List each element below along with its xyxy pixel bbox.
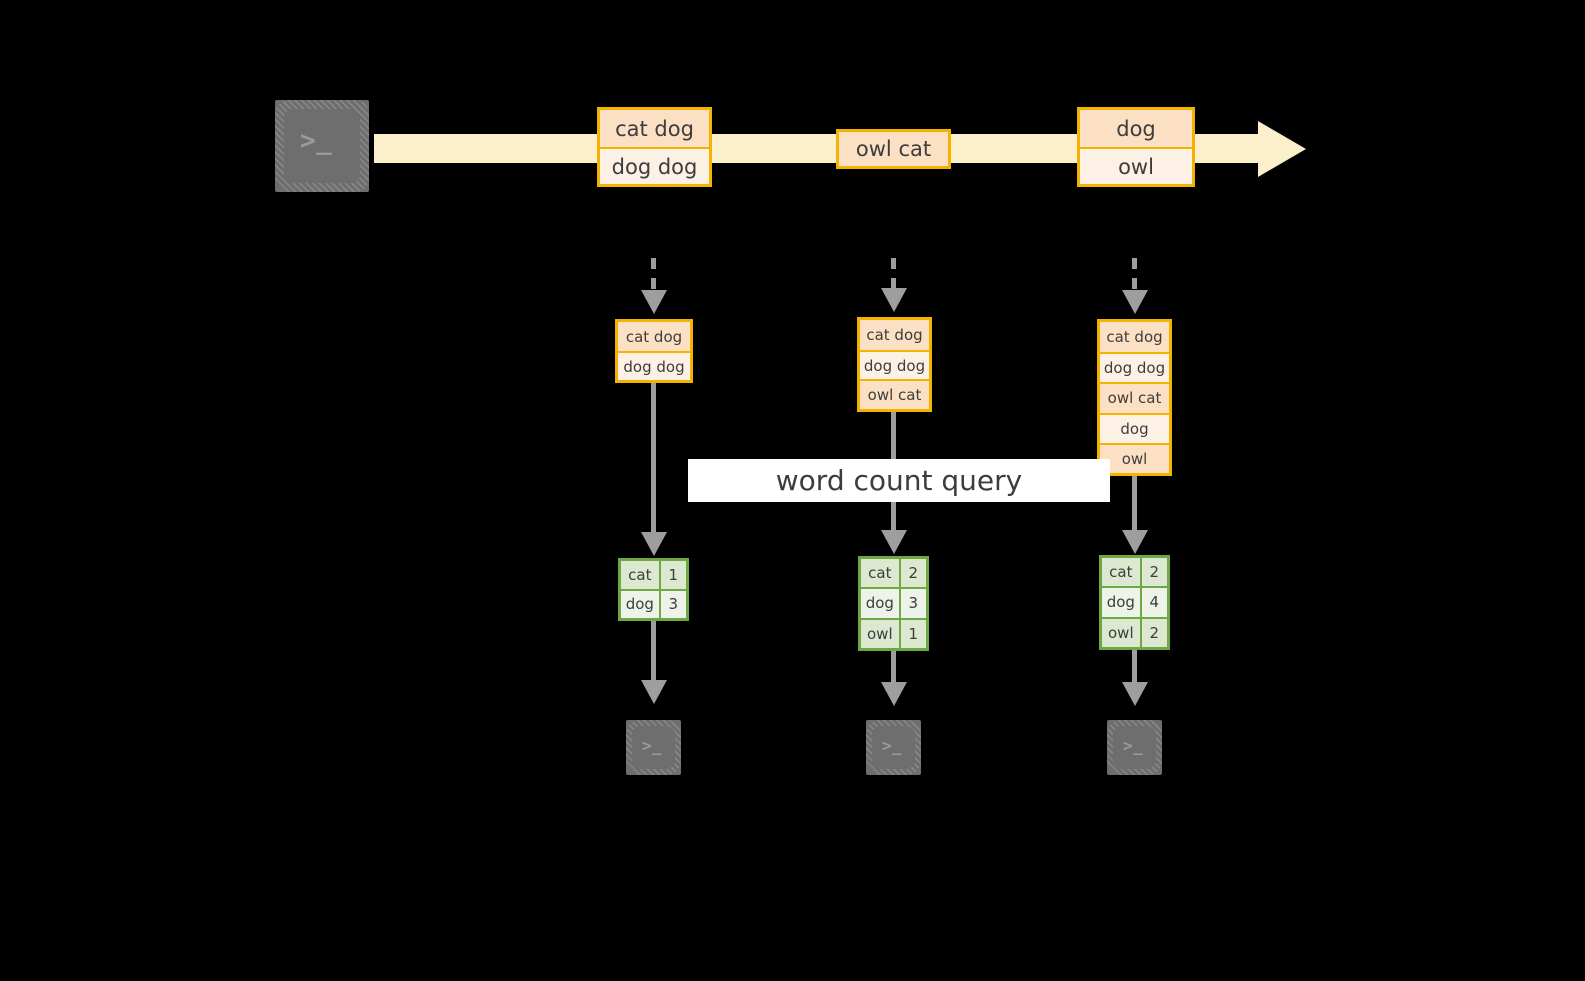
stream-record-line: cat dog <box>600 110 709 147</box>
terminal-body <box>1113 726 1156 769</box>
table-row: owl 2 <box>1102 616 1167 647</box>
table-row: owl 1 <box>861 617 926 648</box>
table-cell-count: 1 <box>660 561 686 589</box>
table-cell-word: cat <box>621 561 661 589</box>
snapshot-input-line: owl <box>1100 442 1169 473</box>
stream-record-1[interactable]: cat dog dog dog <box>597 107 712 187</box>
snapshot-3-query-line <box>1132 476 1137 540</box>
table-cell-word: owl <box>861 619 901 648</box>
snapshot-1-query-arrowhead <box>641 532 667 556</box>
snapshot-input-line: owl cat <box>860 379 929 409</box>
table-cell-word: cat <box>861 559 901 588</box>
snapshot-input-line: dog dog <box>618 351 690 380</box>
stream-record-line: dog dog <box>600 147 709 184</box>
table-cell-word: dog <box>861 589 901 618</box>
terminal-prompt-glyph: >_ <box>300 126 333 156</box>
table-cell-count: 2 <box>900 559 926 588</box>
table-cell-count: 4 <box>1141 588 1167 617</box>
terminal-prompt-glyph: >_ <box>1123 736 1143 755</box>
snapshot-1-sink-line <box>651 621 656 686</box>
source-terminal-icon[interactable]: >_ <box>267 92 377 200</box>
stream-to-snapshot-2-arrowhead <box>881 288 907 312</box>
table-cell-count: 2 <box>1141 618 1167 647</box>
stream-record-3[interactable]: dog owl <box>1077 107 1195 187</box>
snapshot-2-input-box[interactable]: cat dog dog dog owl cat <box>857 317 932 412</box>
snapshot-3-input-box[interactable]: cat dog dog dog owl cat dog owl <box>1097 319 1172 476</box>
table-cell-word: dog <box>1102 588 1142 617</box>
snapshot-input-line: cat dog <box>618 322 690 351</box>
table-row: cat 1 <box>621 561 686 589</box>
stream-record-2[interactable]: owl cat <box>836 129 951 169</box>
table-row: cat 2 <box>1102 558 1167 587</box>
stream-record-line: owl cat <box>839 132 948 166</box>
table-cell-word: owl <box>1102 618 1142 647</box>
table-cell-count: 2 <box>1141 558 1167 587</box>
terminal-prompt-glyph: >_ <box>642 736 662 755</box>
stream-to-snapshot-1-arrowhead <box>641 290 667 314</box>
snapshot-1-result-table[interactable]: cat 1 dog 3 <box>618 558 689 621</box>
table-cell-count: 3 <box>660 590 686 618</box>
stream-to-snapshot-1-dashed-line <box>651 258 656 294</box>
table-row: dog 3 <box>861 587 926 618</box>
terminal-prompt-glyph: >_ <box>882 736 902 755</box>
snapshot-3-query-arrowhead <box>1122 530 1148 554</box>
table-cell-word: dog <box>621 590 661 618</box>
snapshot-input-line: dog dog <box>1100 352 1169 383</box>
snapshot-2-sink-arrowhead <box>881 682 907 706</box>
snapshot-3-sink-arrowhead <box>1122 682 1148 706</box>
query-banner: word count query <box>688 459 1110 502</box>
table-cell-word: cat <box>1102 558 1142 587</box>
snapshot-3-result-table[interactable]: cat 2 dog 4 owl 2 <box>1099 555 1170 650</box>
stream-arrow-head <box>1258 121 1306 177</box>
snapshot-input-line: cat dog <box>1100 322 1169 353</box>
snapshot-3-sink-terminal-icon[interactable]: >_ <box>1099 712 1170 783</box>
snapshot-input-line: dog dog <box>860 349 929 380</box>
terminal-body <box>632 726 675 769</box>
snapshot-3-sink-line <box>1132 650 1137 690</box>
stream-to-snapshot-3-arrowhead <box>1122 290 1148 314</box>
snapshot-2-query-arrowhead <box>881 530 907 554</box>
snapshot-1-input-box[interactable]: cat dog dog dog <box>615 319 693 383</box>
terminal-body <box>284 109 360 183</box>
stream-record-line: dog <box>1080 110 1192 147</box>
stream-record-line: owl <box>1080 147 1192 184</box>
table-cell-count: 3 <box>900 589 926 618</box>
snapshot-input-line: cat dog <box>860 320 929 350</box>
snapshot-1-query-line <box>651 383 656 541</box>
snapshot-2-sink-terminal-icon[interactable]: >_ <box>858 712 929 783</box>
snapshot-2-sink-line <box>891 651 896 690</box>
snapshot-1-sink-arrowhead <box>641 680 667 704</box>
snapshot-2-result-table[interactable]: cat 2 dog 3 owl 1 <box>858 556 929 651</box>
table-cell-count: 1 <box>900 619 926 648</box>
table-row: cat 2 <box>861 559 926 588</box>
snapshot-input-line: dog <box>1100 412 1169 443</box>
terminal-body <box>872 726 915 769</box>
snapshot-input-line: owl cat <box>1100 382 1169 413</box>
snapshot-1-sink-terminal-icon[interactable]: >_ <box>618 712 689 783</box>
stream-to-snapshot-3-dashed-line <box>1132 258 1137 294</box>
table-row: dog 4 <box>1102 586 1167 617</box>
table-row: dog 3 <box>621 588 686 618</box>
stream-to-snapshot-2-dashed-line <box>891 258 896 292</box>
